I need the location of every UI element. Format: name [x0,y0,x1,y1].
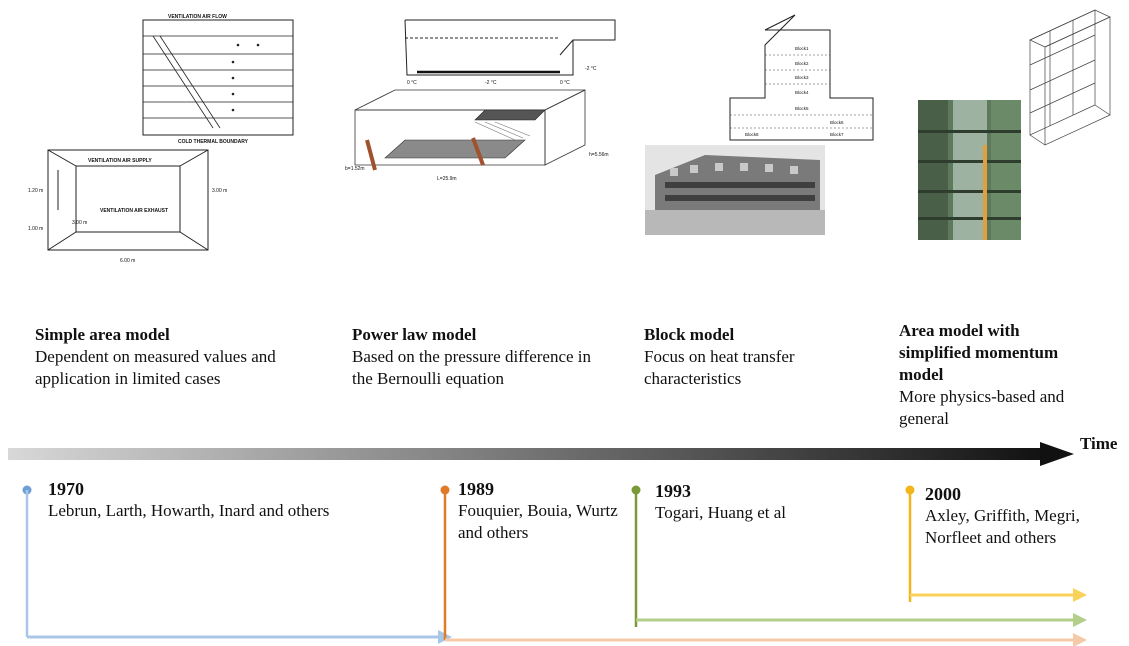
boundary-label: COLD THERMAL BOUNDARY [178,139,249,145]
dim-right-label: 3.00 m [212,188,227,194]
dim-height-label: 1.20 m [28,188,43,194]
model-title: Simple area model [35,325,170,344]
temp-far-label: -2 °C [585,66,597,72]
dim-width-label: 6.00 m [120,258,135,264]
model-area-momentum: Area model with simplified momentum mode… [899,320,1074,430]
era-1970: 1970 Lebrun, Larth, Howarth, Inard and o… [48,478,348,522]
supply-label: VENTILATION AIR SUPPLY [88,158,152,164]
dim-depth-label: 3.00 m [72,220,87,226]
era-year: 2000 [925,484,961,504]
atrium-illustration [918,9,1111,240]
block-label-8: Block8 [745,132,759,137]
era-year: 1970 [48,479,84,499]
era-1989: 1989 Fouquier, Bouia, Wurtz and others [458,478,623,544]
temp-left-label: 0 °C [407,80,417,86]
airflow-label: VENTILATION AIR FLOW [168,14,227,20]
block-label-4: Block4 [795,90,809,95]
dim-c-label: h=5.56m [589,152,609,158]
dim-low-label: 1.00 m [28,226,43,232]
model-desc: Dependent on measured values and applica… [35,347,276,388]
exhaust-label: VENTILATION AIR EXHAUST [100,208,168,214]
era-2000: 2000 Axley, Griffith, Megri, Norfleet an… [925,483,1125,549]
block-label-6: Block6 [830,120,844,125]
block-model-illustration: Block1 Block2 Block3 Block4 Block5 Block… [645,14,874,235]
dim-a-label: b=1.52m [345,166,365,172]
block-label-5: Block5 [795,106,809,111]
era-authors: Fouquier, Bouia, Wurtz and others [458,501,618,542]
block-label-1: Block1 [795,46,809,51]
model-desc: Based on the pressure difference in the … [352,347,592,388]
model-block: Block model Focus on heat transfer chara… [644,324,854,390]
model-title: Power law model [352,325,477,344]
temp-right-label: 0 °C [560,80,570,86]
time-axis-label: Time [1080,434,1118,453]
era-1993: 1993 Togari, Huang et al [655,480,855,524]
model-title: Block model [644,325,735,344]
model-power-law: Power law model Based on the pressure di… [352,324,592,390]
era-lines [22,485,1087,646]
era-authors: Axley, Griffith, Megri, Norfleet and oth… [925,506,1080,547]
temp-mid-label: -2 °C [485,80,497,86]
block-label-3: Block3 [795,75,809,80]
era-year: 1989 [458,479,494,499]
simple-area-illustration: VENTILATION AIR FLOW COLD THERMAL BOUNDA… [28,14,294,264]
model-simple-area: Simple area model Dependent on measured … [35,324,315,390]
era-authors: Lebrun, Larth, Howarth, Inard and others [48,501,330,520]
model-title: Area model with simplified momentum mode… [899,321,1059,384]
era-year: 1993 [655,481,691,501]
block-label-2: Block2 [795,61,809,66]
power-law-illustration: 0 °C -2 °C 0 °C -2 °C b=1.52m L=25.9m h=… [345,19,616,182]
time-axis-arrow [8,442,1074,466]
model-desc: Focus on heat transfer characteristics [644,347,795,388]
dim-b-label: L=25.9m [437,176,457,182]
model-desc: More physics-based and general [899,387,1065,428]
block-label-7: Block7 [830,132,844,137]
era-authors: Togari, Huang et al [655,503,786,522]
